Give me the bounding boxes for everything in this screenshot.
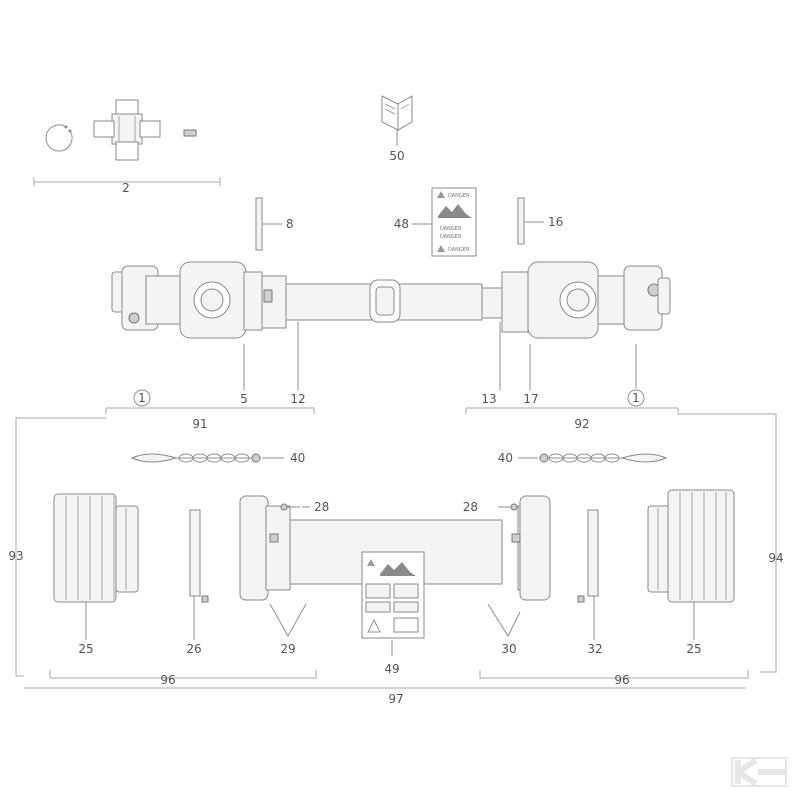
leader-29 — [269, 603, 307, 638]
callout-8: 8 — [286, 217, 294, 231]
bracket-96-left — [49, 670, 317, 679]
callout-25-right: 25 — [686, 642, 701, 656]
circlip-part — [45, 124, 73, 152]
callout-16: 16 — [548, 215, 563, 229]
callout-32: 32 — [587, 642, 602, 656]
callout-96-left: 96 — [160, 673, 175, 687]
callout-26: 26 — [186, 642, 201, 656]
screw-28-left — [280, 503, 300, 511]
manual-booklet-part — [381, 95, 413, 131]
pin-16-part — [517, 197, 525, 245]
pin-8-part — [255, 197, 263, 251]
bracket-93 — [15, 417, 106, 677]
screw-28-right — [498, 503, 518, 511]
assembled-driveshaft — [111, 261, 671, 339]
callout-17: 17 — [523, 392, 538, 406]
callout-96-right: 96 — [614, 673, 629, 687]
bearing-ring-32 — [577, 509, 599, 603]
guard-cone-29 — [239, 495, 291, 601]
callout-5: 5 — [240, 392, 248, 406]
callout-29: 29 — [280, 642, 295, 656]
callout-28-left: 28 — [314, 500, 329, 514]
callout-92: 92 — [574, 417, 589, 431]
safety-chain-right — [539, 453, 668, 463]
callout-1-left: 1 — [138, 391, 146, 405]
decal-48-text-4: DANGER — [448, 247, 470, 253]
callout-40-left: 40 — [290, 451, 305, 465]
bracket-92 — [465, 407, 679, 414]
callout-94: 94 — [768, 551, 783, 565]
callout-25-left: 25 — [78, 642, 93, 656]
grease-nipple-part — [183, 129, 197, 137]
callout-28-right: 28 — [463, 500, 478, 514]
callout-circle-1-left — [133, 389, 151, 407]
callout-circle-1-right — [627, 389, 645, 407]
callout-30: 30 — [501, 642, 516, 656]
bellows-left-25 — [53, 493, 139, 603]
safety-chain-left — [130, 453, 261, 463]
callout-91: 91 — [192, 417, 207, 431]
decal-48-text-3: DANGER — [440, 234, 462, 240]
bellows-right-25 — [647, 489, 735, 603]
callout-50: 50 — [389, 149, 404, 163]
callout-49: 49 — [384, 662, 399, 676]
callout-2: 2 — [122, 181, 130, 195]
callout-1-right: 1 — [632, 391, 640, 405]
bracket-96-right — [479, 670, 749, 679]
brand-logo-watermark — [731, 757, 787, 787]
tube-decal-49 — [361, 551, 425, 639]
bracket-91 — [105, 407, 315, 414]
callout-93: 93 — [8, 549, 23, 563]
callout-40-right: 40 — [498, 451, 513, 465]
bracket-94 — [678, 413, 777, 673]
leader-30 — [487, 603, 521, 638]
callout-97: 97 — [388, 692, 403, 706]
guard-cone-30 — [511, 495, 551, 601]
universal-cross-part — [93, 99, 161, 161]
callout-48: 48 — [394, 217, 409, 231]
decal-48-text-1: DANGER — [448, 193, 470, 199]
danger-decal-48: DANGER DANGER DANGER DANGER — [431, 187, 477, 257]
decal-48-text-2: DANGER — [440, 226, 462, 232]
callout-13: 13 — [481, 392, 496, 406]
bearing-ring-26 — [189, 509, 209, 603]
callout-12: 12 — [290, 392, 305, 406]
